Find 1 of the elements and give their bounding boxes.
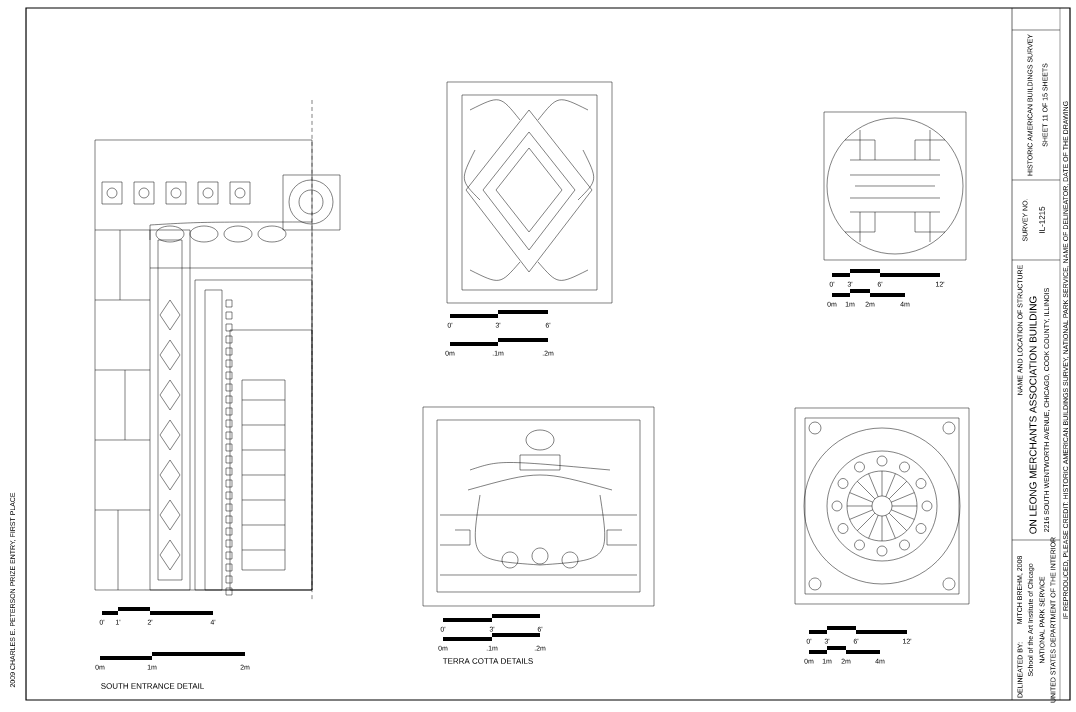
sheet-title: ON LEONG MERCHANTS ASSOCIATION BUILDING: [1029, 296, 1037, 534]
